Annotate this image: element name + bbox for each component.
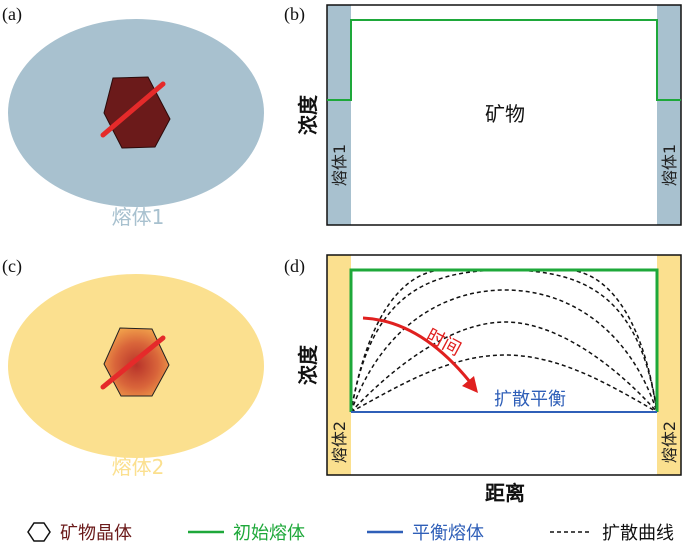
panel-b: (b) 矿物 浓度 熔体1 熔体1 xyxy=(284,4,682,226)
initial-melt-line xyxy=(349,268,659,412)
panel-d: (d) 时间 扩散平衡 浓度 距离 熔体2 熔体2 xyxy=(284,254,682,505)
panel-a: (a) 熔体1 xyxy=(2,4,264,229)
melt1-band-right-label: 熔体1 xyxy=(660,144,679,186)
time-arrow xyxy=(362,316,472,383)
panel-b-ylabel: 浓度 xyxy=(296,94,320,135)
panel-d-ylabel: 浓度 xyxy=(296,344,320,385)
panel-d-frame xyxy=(326,254,682,476)
diffusion-curve-4 xyxy=(350,354,658,413)
melt2-band-right-label: 熔体2 xyxy=(660,421,679,463)
melt2-band-right xyxy=(657,255,681,475)
melt1-band-left xyxy=(327,5,351,225)
section-line-a xyxy=(100,81,166,138)
panel-b-frame xyxy=(326,4,682,226)
diffusion-curve-2 xyxy=(350,289,658,413)
time-arrow-head xyxy=(462,376,478,393)
diffusion-curve-3 xyxy=(350,321,658,413)
melt1-band-left-label: 熔体1 xyxy=(330,144,349,186)
melt2-band-left xyxy=(327,255,351,475)
crystal-legend-icon xyxy=(27,522,51,542)
panel-d-xlabel: 距离 xyxy=(485,481,525,505)
melt2-band-left-label: 熔体2 xyxy=(330,421,349,463)
equilibrium-label: 扩散平衡 xyxy=(494,389,566,410)
legend-crystal-label: 矿物晶体 xyxy=(60,523,132,544)
melt2-label: 熔体2 xyxy=(112,455,165,479)
legend-equilibrium-melt-label: 平衡熔体 xyxy=(412,523,484,544)
initial-concentration-line xyxy=(327,19,681,101)
melt1-label: 熔体1 xyxy=(112,205,165,229)
panel-a-label: (a) xyxy=(2,4,22,25)
legend-initial-melt-label: 初始熔体 xyxy=(233,523,305,544)
panel-c-label: (c) xyxy=(2,256,22,277)
panel-d-label: (d) xyxy=(284,256,305,277)
legend: 矿物晶体 初始熔体 平衡熔体 扩散曲线 xyxy=(27,522,674,544)
section-line-c xyxy=(100,335,166,390)
diffusion-curve-1 xyxy=(350,269,658,413)
panel-b-label: (b) xyxy=(284,4,305,25)
melt1-band-right xyxy=(657,5,681,225)
legend-diffusion-curve-label: 扩散曲线 xyxy=(602,523,674,544)
mineral-label: 矿物 xyxy=(485,102,525,126)
diffusion-curve-5 xyxy=(350,269,658,413)
panel-c: (c) 熔体2 xyxy=(2,256,264,479)
